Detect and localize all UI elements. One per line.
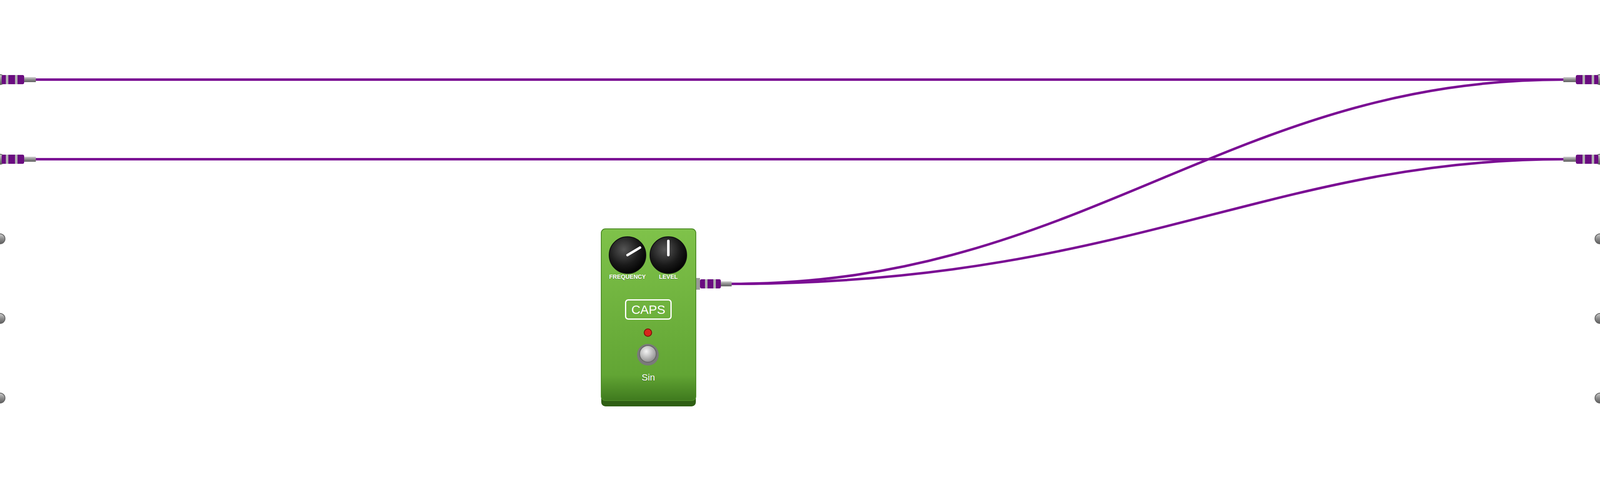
model-name: Sin <box>641 372 655 383</box>
cable <box>731 79 1564 284</box>
jack-plug <box>0 74 36 85</box>
jack-socket <box>0 313 5 324</box>
pedal-body <box>601 228 696 407</box>
knob-label: LEVEL <box>658 273 678 280</box>
led <box>644 328 652 337</box>
cable <box>35 157 1564 161</box>
brand-name: CAPS <box>626 300 671 319</box>
jack-socket <box>1595 392 1600 403</box>
output-jacks <box>1563 74 1600 403</box>
knob <box>650 236 687 274</box>
input-jacks <box>0 74 36 403</box>
cable <box>35 79 1564 284</box>
jack-plug <box>1563 74 1600 85</box>
jack-socket <box>1595 313 1600 324</box>
knob-label: FREQUENCY <box>609 273 646 280</box>
cable <box>731 159 1564 284</box>
footswitch <box>637 343 659 366</box>
jack-plug <box>695 277 732 290</box>
jack-socket <box>1595 233 1600 244</box>
jack-socket <box>0 392 5 403</box>
jack-socket <box>0 233 5 244</box>
brand-badge: CAPS <box>625 299 672 320</box>
cable <box>35 78 1564 81</box>
knob <box>609 236 646 274</box>
jack-plug <box>1563 154 1600 165</box>
jack-plug <box>0 154 36 165</box>
pedal: CAPS FREQUENCY LEVEL Sin <box>601 228 696 401</box>
